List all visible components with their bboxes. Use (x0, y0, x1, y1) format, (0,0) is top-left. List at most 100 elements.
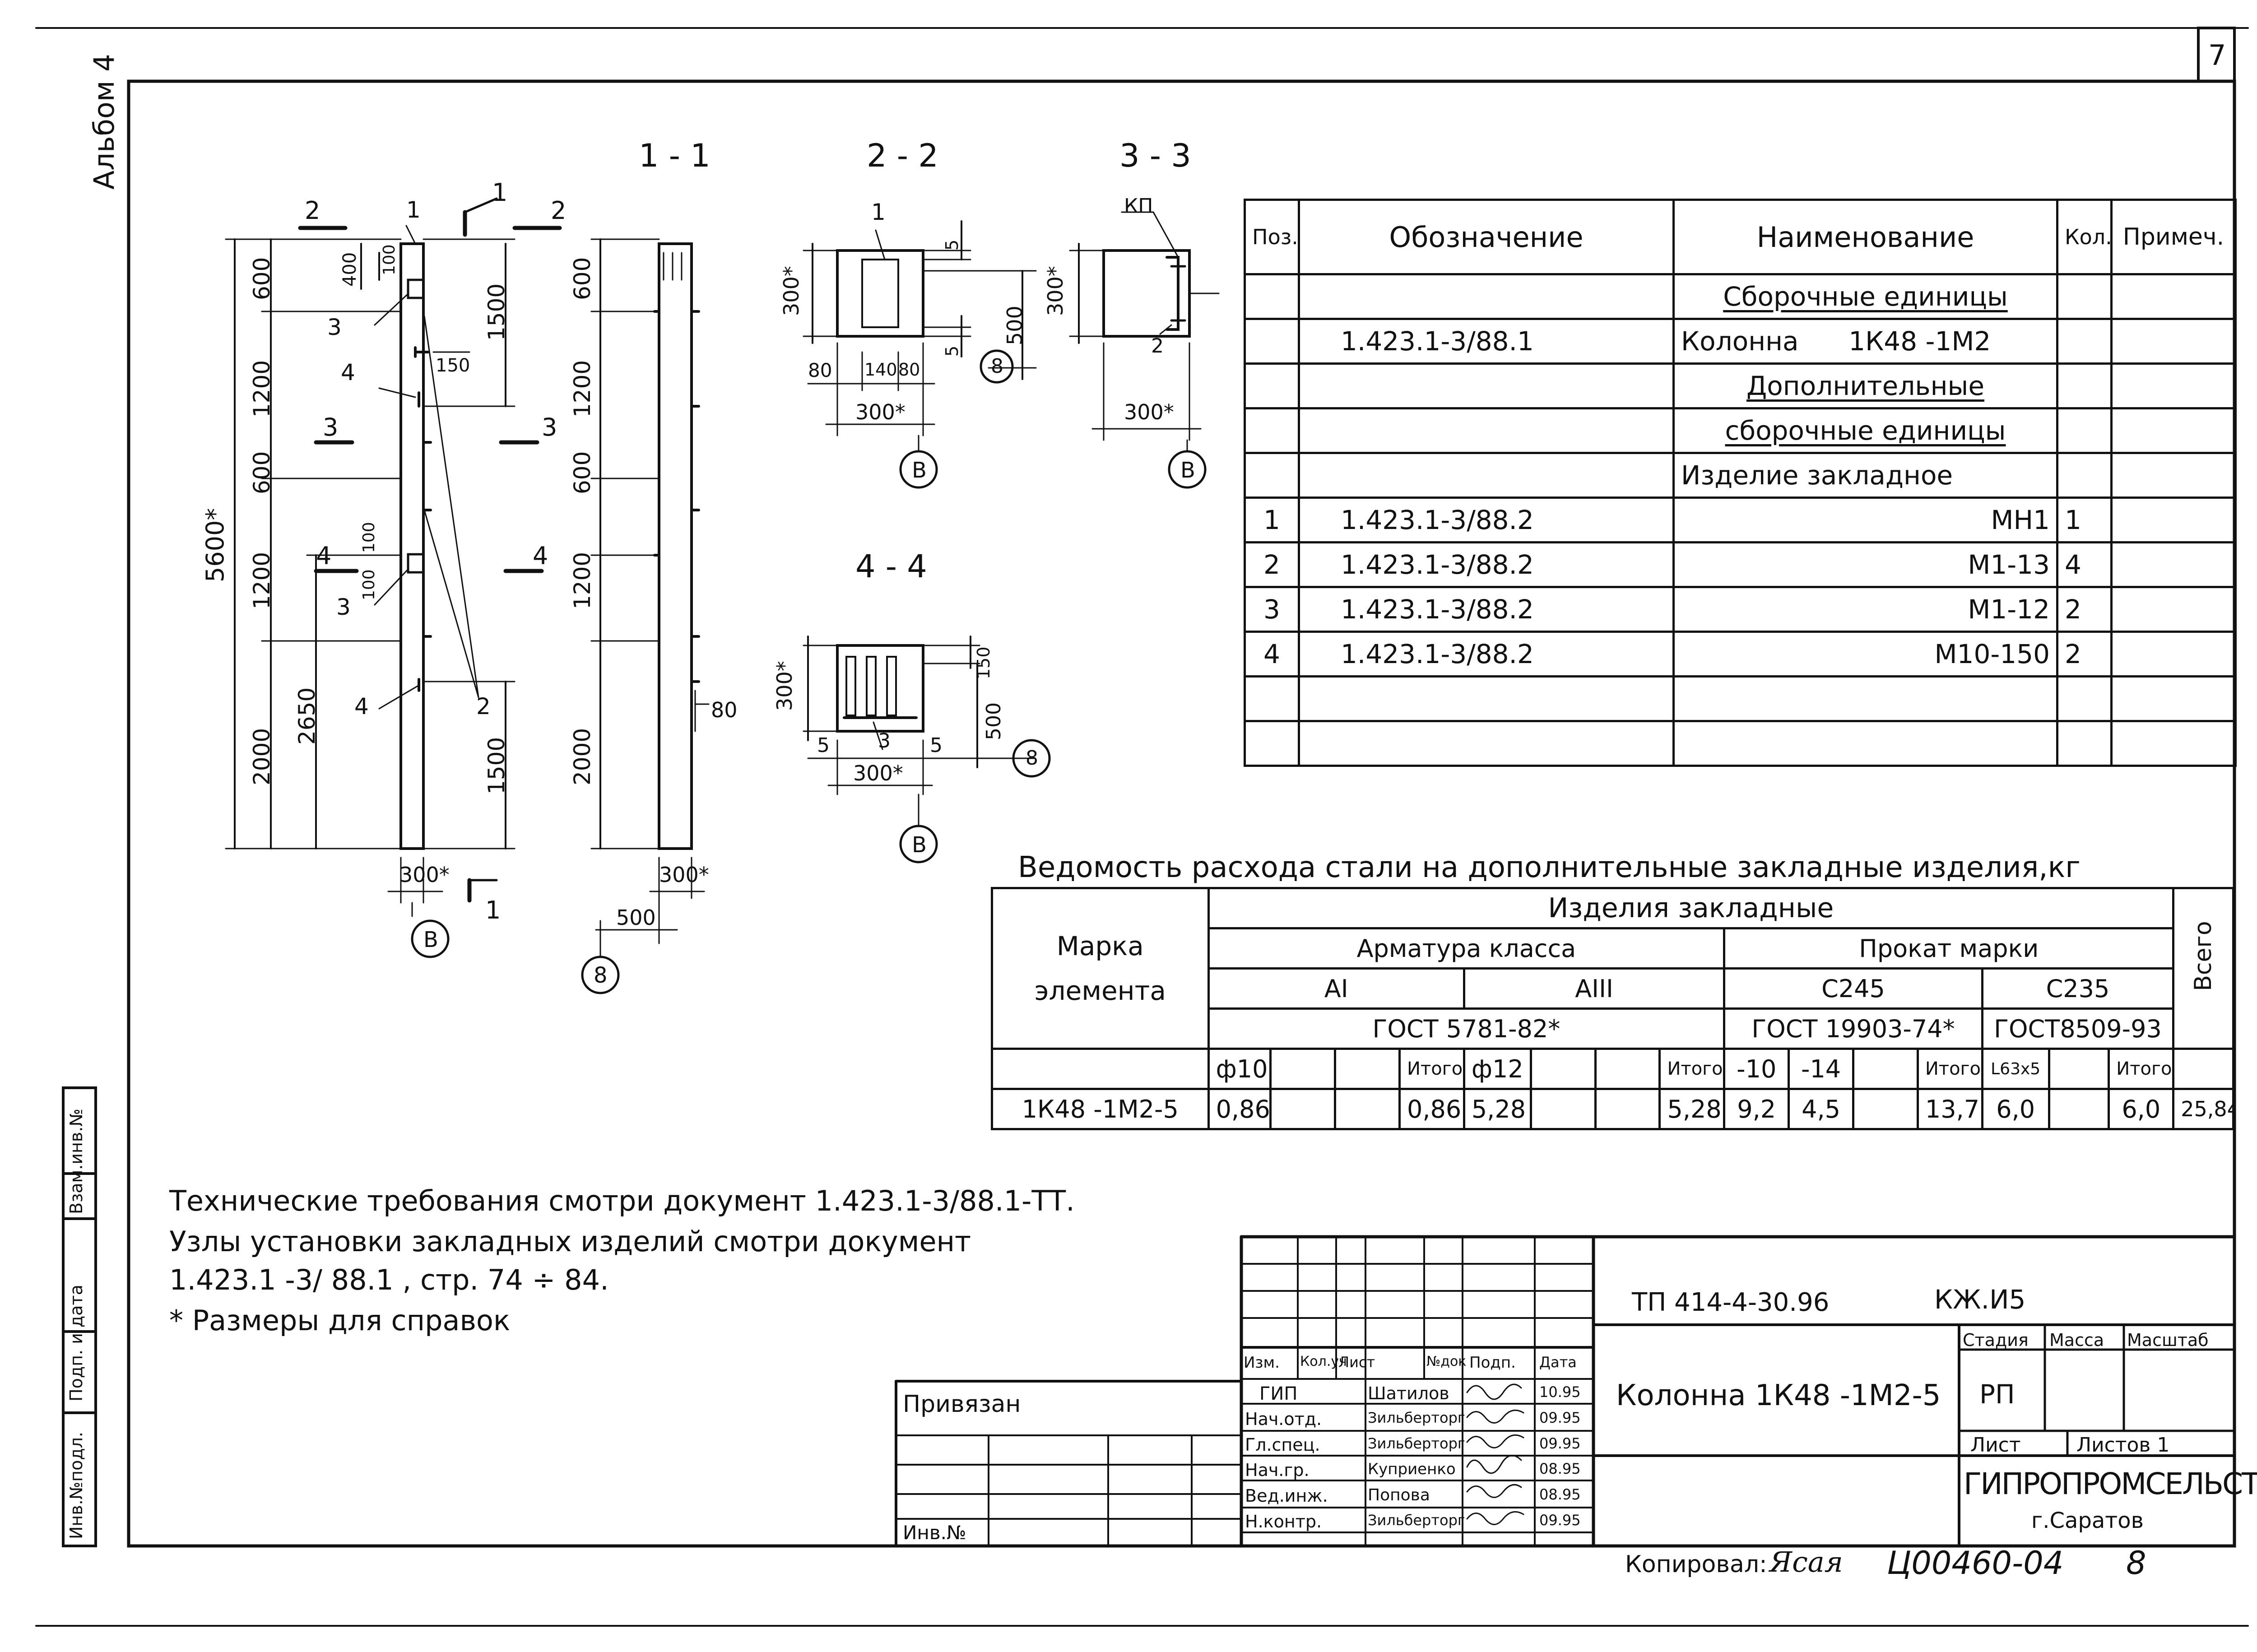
sign-date: 10.95 (1539, 1383, 1581, 1401)
sheets-header: Листов 1 (2076, 1434, 2170, 1457)
cell: 1 (1244, 497, 1300, 543)
cell (2110, 452, 2237, 499)
cell (2056, 362, 2113, 409)
pos-3: 3 (327, 314, 342, 340)
cell: 1.423.1-3/88.1 (1298, 318, 1675, 365)
dim-height: 300* (779, 266, 803, 316)
cell (1244, 452, 1300, 499)
cell (2056, 273, 2113, 320)
organization-city: г.Саратов (2031, 1508, 2144, 1533)
sub-header: ф10 (1207, 1048, 1272, 1090)
stamp-col-header: Кол.уч (1300, 1354, 1347, 1369)
dim-5: 5 (930, 734, 943, 757)
organization: ГИПРОПРОМСЕЛЬСТРОЙ (1964, 1466, 2257, 1501)
cell (2172, 1048, 2234, 1090)
cell: 13,7 (1916, 1088, 1983, 1130)
cut-mark: 3 (323, 413, 339, 441)
stamp-replace-label: Взам.инв.№ (66, 1109, 86, 1214)
stamp-col-header: №док (1426, 1354, 1467, 1369)
section-heading: Сборочные единицы (1723, 281, 2008, 312)
dim-1200: 1200 (249, 552, 275, 609)
cell: 6,0 (1981, 1088, 2050, 1130)
project-number: ТП 414-4-30.96 (1632, 1288, 1830, 1317)
cell (1672, 720, 2058, 767)
section-1-1-title: 1 - 1 (639, 137, 711, 174)
cut-mark: 3 (542, 413, 557, 441)
element-mark: 1К48 -1М2-5 (991, 1088, 1210, 1130)
scale-header: Масштаб (2127, 1330, 2209, 1350)
cut-mark: 2 (305, 196, 320, 225)
dim-150: 150 (436, 355, 470, 376)
cell (1298, 407, 1675, 454)
dim-5: 5 (942, 239, 962, 251)
total-cell: 25,84 (2172, 1088, 2234, 1130)
cell (1594, 1088, 1661, 1130)
table-row: Сборочные единицы (1244, 273, 2237, 320)
pos-3: 3 (336, 594, 351, 620)
cell (991, 1048, 1210, 1090)
gost-header: ГОСТ 19903-74* (1723, 1007, 1983, 1050)
cell (1244, 720, 1300, 767)
table-row (1244, 675, 2237, 722)
cut-mark: 1 (492, 178, 508, 207)
table-row: Изделие закладное (1244, 452, 2237, 499)
axis-label-8: 8 (1026, 747, 1038, 770)
role-label: Нач.гр. (1245, 1460, 1310, 1480)
sub-header: Итого (1398, 1048, 1465, 1090)
cell (1529, 1088, 1597, 1130)
gost-header: ГОСТ8509-93 (1981, 1007, 2175, 1050)
note-tech-requirements: Технические требования смотри документ 1… (169, 1184, 1075, 1217)
steel-header-row: Марка элемента Изделия закладные Всего (991, 887, 2234, 1050)
cell: 6,0 (2108, 1088, 2175, 1130)
cell (2110, 586, 2237, 633)
sign-date: 08.95 (1539, 1486, 1581, 1503)
dim-80: 80 (898, 360, 920, 380)
inv-label: Инв.№ (903, 1522, 966, 1544)
cell: 2 (2056, 631, 2113, 678)
stage-value: РП (1979, 1379, 2015, 1410)
dim-2000: 2000 (249, 728, 275, 785)
cell (1298, 273, 1675, 320)
dim-2000: 2000 (569, 728, 595, 785)
sub-header (1529, 1048, 1597, 1090)
rebar-header: Арматура класса (1207, 927, 1726, 970)
dim-140: 140 (864, 360, 897, 380)
cell (2110, 407, 2237, 454)
archive-code: Ц00460-04 (1887, 1545, 2064, 1582)
sub-header: -10 (1723, 1048, 1790, 1090)
table-row: Дополнительные (1244, 362, 2237, 409)
gost-header: ГОСТ 5781-82* (1207, 1007, 1726, 1050)
sign-date: 09.95 (1539, 1435, 1581, 1452)
kp-label: КП (1124, 195, 1153, 218)
section-2-2-title: 2 - 2 (867, 137, 938, 174)
dim-100: 100 (360, 569, 378, 600)
stamp-col-header: Дата (1539, 1354, 1577, 1371)
cell: М1-12 (1672, 586, 2058, 633)
table-row (1244, 720, 2237, 767)
sub-header (1594, 1048, 1661, 1090)
cell (1298, 362, 1675, 409)
dim-80: 80 (711, 698, 738, 722)
sign-date: 09.95 (1539, 1409, 1581, 1426)
col-header: Обозначение (1298, 199, 1675, 275)
pos-4: 4 (354, 693, 369, 719)
stamp-col-header: Лист (1338, 1354, 1375, 1371)
stamp-sign-label: Подп. и дата (66, 1285, 86, 1401)
role-label: Гл.спец. (1245, 1435, 1320, 1455)
section-heading: сборочные единицы (1725, 415, 2006, 446)
sign-date: 08.95 (1539, 1460, 1581, 1477)
steel-header-row: АI АIII С245 С235 (992, 967, 2234, 1010)
sub-header: Итого (1658, 1048, 1726, 1090)
axis-label-8: 8 (594, 963, 608, 988)
pos-2: 2 (1151, 334, 1164, 357)
axis-label-8: 8 (991, 355, 1003, 378)
sub-header: ф12 (1463, 1048, 1532, 1090)
cell: 1.423.1-3/88.2 (1298, 497, 1675, 543)
dim-2650: 2650 (294, 687, 320, 745)
cell: 0,86 (1398, 1088, 1465, 1130)
steel-header-row: ГОСТ 5781-82* ГОСТ 19903-74* ГОСТ8509-93 (992, 1007, 2234, 1050)
stamp-inv-label: Инв.№подл. (66, 1431, 86, 1539)
